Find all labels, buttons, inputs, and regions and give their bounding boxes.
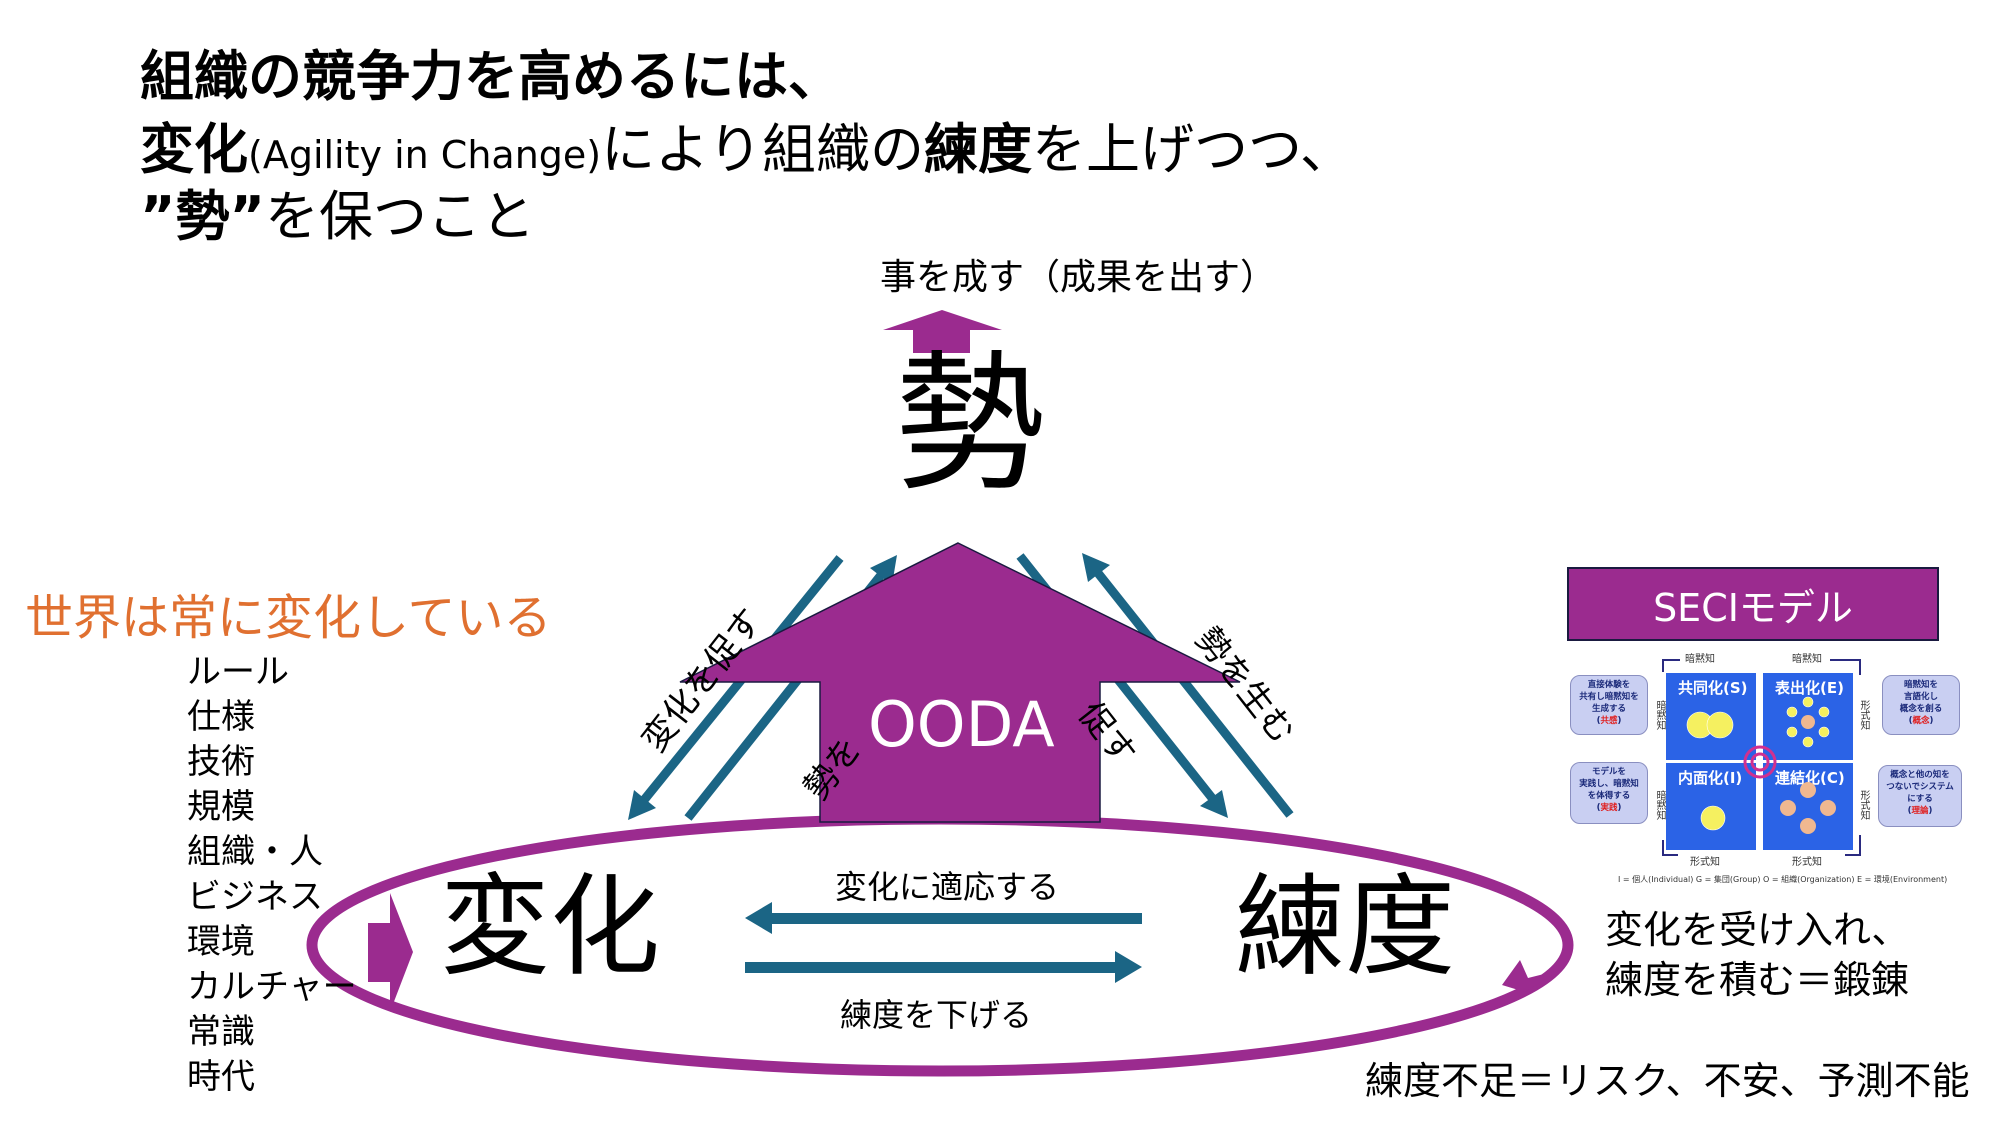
factor-item: 常識 <box>187 1012 255 1052</box>
bubble-line: つないでシステム <box>1886 782 1954 792</box>
title-ikioi: ”勢” <box>140 185 265 248</box>
seci-explicit-right-upper: 形式知 <box>1858 700 1869 730</box>
factor-item: ビジネス <box>187 877 323 917</box>
risk-note: 練度不足＝リスク、不安、予測不能 <box>1365 1059 1970 1103</box>
bubble-tag: 共感 <box>1600 716 1618 726</box>
adapt-label: 変化に適応する <box>835 868 1060 906</box>
factor-item: 時代 <box>187 1057 255 1097</box>
title-agility: (Agility in Change) <box>248 133 602 177</box>
title-line-1: 組織の競争力を高めるには、 <box>140 45 842 108</box>
seci-explicit-right-lower: 形式知 <box>1858 790 1869 820</box>
bubble-line: にする <box>1907 794 1933 804</box>
world-heading: 世界は常に変化している <box>25 590 552 646</box>
factor-list: ルール 仕様 技術 規模 組織・人 ビジネス 環境 カルチャー 常識 時代 <box>187 650 357 1100</box>
lower-label: 練度を下げる <box>840 996 1033 1034</box>
bubble-line: 暗黙知を <box>1903 680 1938 690</box>
lower-arrowhead-icon <box>1115 951 1142 983</box>
title-line-2: 変化(Agility in Change)により組織の練度を上げつつ、 <box>140 123 1354 177</box>
factor-item: ルール <box>187 652 289 692</box>
factor-item: 規模 <box>187 787 255 827</box>
seci-bubble-e: 暗黙知を 言語化し 概念を創る (概念) <box>1882 675 1960 735</box>
factor-item: カルチャー <box>187 967 357 1007</box>
factor-item: 仕様 <box>187 697 255 737</box>
bubble-line: 共有し暗黙知を <box>1579 692 1639 702</box>
accept-line-2: 練度を積む＝鍛錬 <box>1605 958 1910 1002</box>
adapt-arrow-shaft <box>770 913 1142 924</box>
factor-item: 組織・人 <box>187 832 323 872</box>
seci-label-e: 表出化(E) <box>1775 679 1844 697</box>
lower-arrow-shaft <box>745 962 1117 973</box>
outcome-label: 事を成す（成果を出す） <box>880 257 1277 298</box>
ooda-label: OODA <box>868 688 1055 761</box>
title-end: を上げつつ、 <box>1032 118 1354 181</box>
seci-decor <box>1662 659 1861 856</box>
seci-tacit-left-upper: 暗黙知 <box>1654 700 1665 730</box>
cycle-arrowhead-icon <box>1502 960 1560 992</box>
title-keep: を保つこと <box>264 185 535 248</box>
arrowhead-right-outer-icon <box>1082 553 1110 582</box>
bubble-tag: 実践 <box>1600 803 1618 813</box>
seci-label-i: 内面化(I) <box>1678 769 1743 787</box>
bubble-line: 実践し、暗黙知 <box>1579 779 1639 789</box>
adapt-arrowhead-icon <box>745 902 772 934</box>
rendo-label: 練度 <box>1235 863 1455 991</box>
ikioi-label: 勢 <box>895 338 1046 512</box>
bubble-line: 概念を創る <box>1899 704 1943 714</box>
seci-title: SECIモデル <box>1567 567 1939 641</box>
seci-tacit-top-right: 暗黙知 <box>1792 654 1822 665</box>
factor-item: 環境 <box>187 922 255 962</box>
bubble-line: 生成する <box>1591 704 1626 714</box>
title-line-3: ”勢”を保つこと <box>140 190 535 244</box>
bubble-line: 概念と他の知を <box>1890 770 1950 780</box>
ooda-big-arrow <box>679 542 1241 823</box>
seci-model-figure: 共同化(S) 表出化(E) 内面化(I) 連結化(C) 暗黙知 暗黙知 形式知 … <box>1570 650 1970 890</box>
arrowhead-left-outer-icon <box>628 790 656 820</box>
bubble-line: 直接体験を <box>1587 680 1631 690</box>
bubble-line: モデルを <box>1591 767 1626 777</box>
input-arrow-icon <box>368 893 413 1012</box>
bubble-tag: 理論 <box>1911 806 1929 816</box>
arrowhead-right-inner-icon <box>1200 790 1228 818</box>
accept-note: 変化を受け入れ、 練度を積む＝鍛錬 <box>1605 905 1909 1005</box>
accept-line-1: 変化を受け入れ、 <box>1605 908 1910 952</box>
bubble-line: を体得する <box>1587 791 1631 801</box>
seci-legend: I = 個人(Individual) G = 集団(Group) O = 組織(… <box>1618 875 1948 884</box>
title-henka: 変化 <box>140 118 248 181</box>
seci-bubble-c: 概念と他の知を つないでシステム にする (理論) <box>1878 765 1962 827</box>
seci-bubble-s: 直接体験を 共有し暗黙知を 生成する (共感) <box>1570 675 1648 735</box>
small-up-arrow-icon <box>883 310 1002 353</box>
seci-tacit-left-lower: 暗黙知 <box>1654 790 1665 820</box>
factor-item: 技術 <box>187 742 255 782</box>
henka-label: 変化 <box>440 863 660 991</box>
seci-label-s: 共同化(S) <box>1678 679 1748 697</box>
bubble-line: 言語化し <box>1903 692 1938 702</box>
seci-bubble-i: モデルを 実践し、暗黙知 を体得する (実践) <box>1570 762 1648 824</box>
bubble-tag: 概念 <box>1912 716 1930 726</box>
seci-tacit-top-left: 暗黙知 <box>1685 654 1715 665</box>
seci-explicit-bottom-right: 形式知 <box>1792 857 1822 868</box>
arrow-right-outer <box>1090 565 1294 818</box>
title-mid: により組織の <box>601 118 925 181</box>
seci-quadrant-c <box>1763 763 1853 850</box>
seci-explicit-bottom-left: 形式知 <box>1690 857 1720 868</box>
title-rendo: 練度 <box>924 118 1033 181</box>
seci-label-c: 連結化(C) <box>1775 769 1845 787</box>
